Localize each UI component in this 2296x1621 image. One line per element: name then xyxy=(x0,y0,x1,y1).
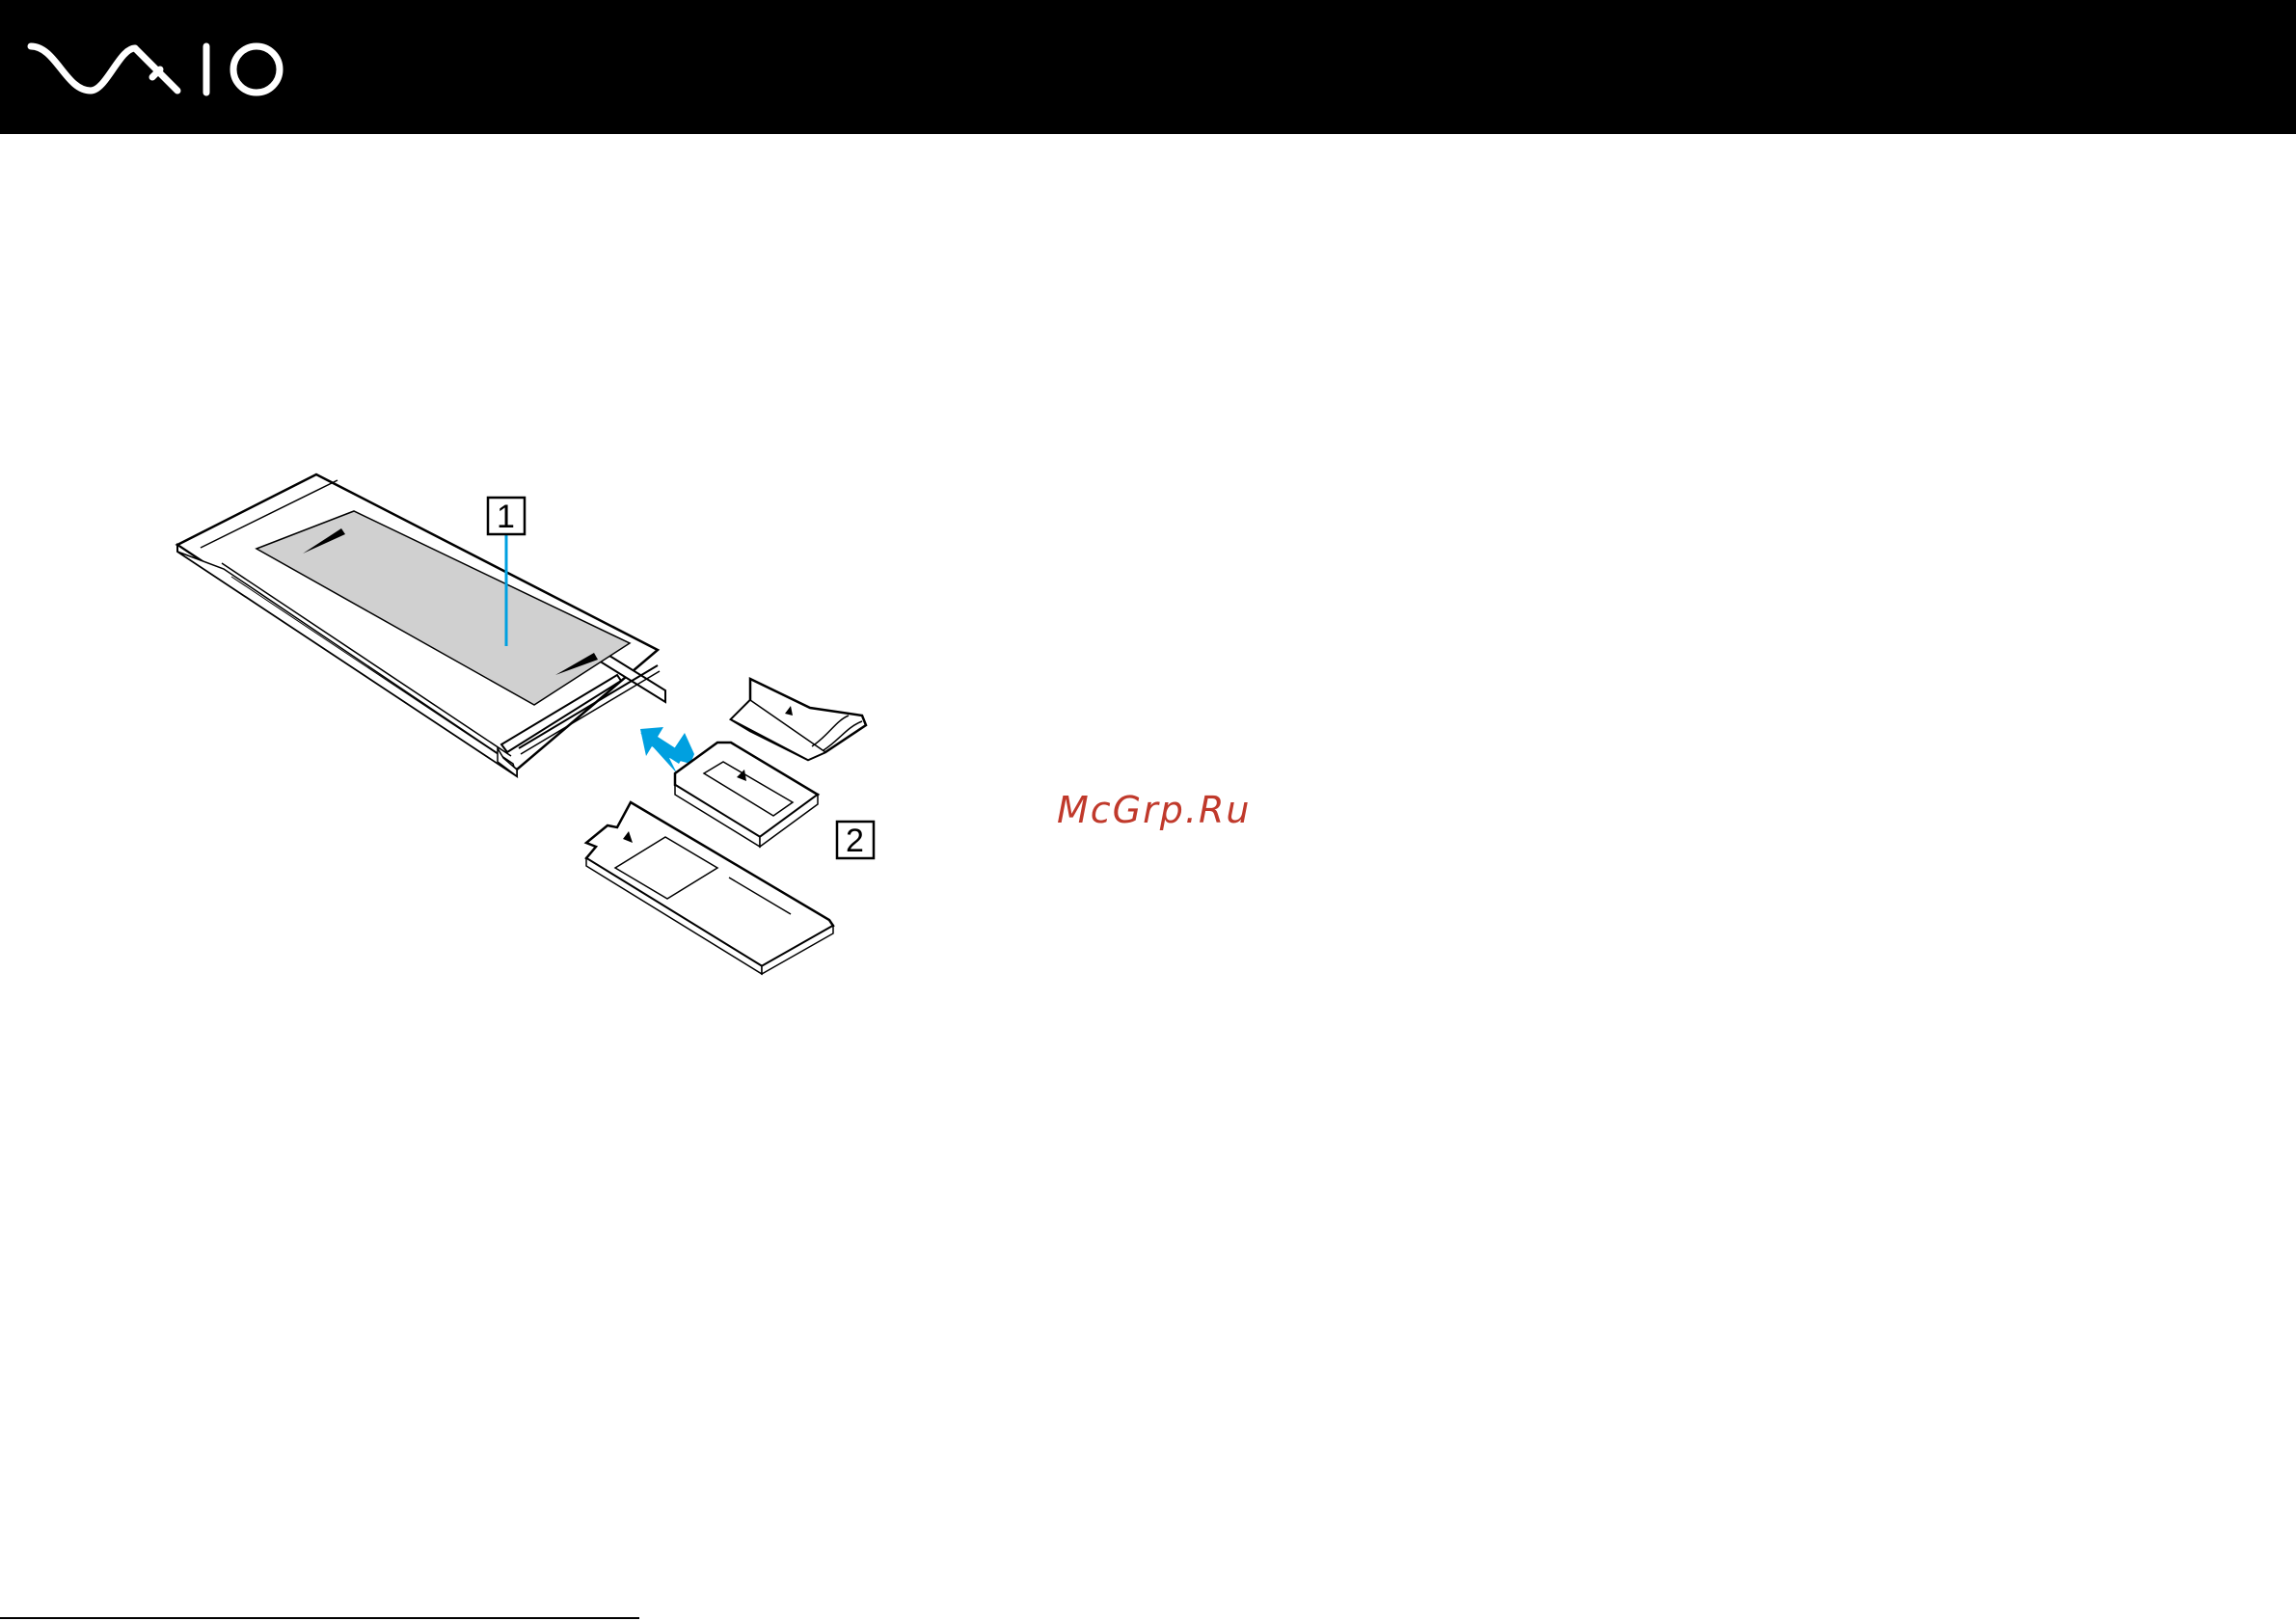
watermark: McGrp.Ru xyxy=(1057,789,1251,831)
memory-card xyxy=(675,743,818,847)
footer-rule xyxy=(0,1617,639,1619)
sd-card xyxy=(731,679,866,760)
memory-stick xyxy=(586,802,833,974)
callout-number: 2 xyxy=(846,823,864,859)
expresscard-adaptor-illustration: 1 2 xyxy=(164,463,897,984)
callout-2: 2 xyxy=(837,822,874,859)
vaio-logo xyxy=(27,35,289,102)
callout-number: 1 xyxy=(497,499,515,535)
header-bar xyxy=(0,0,2296,134)
